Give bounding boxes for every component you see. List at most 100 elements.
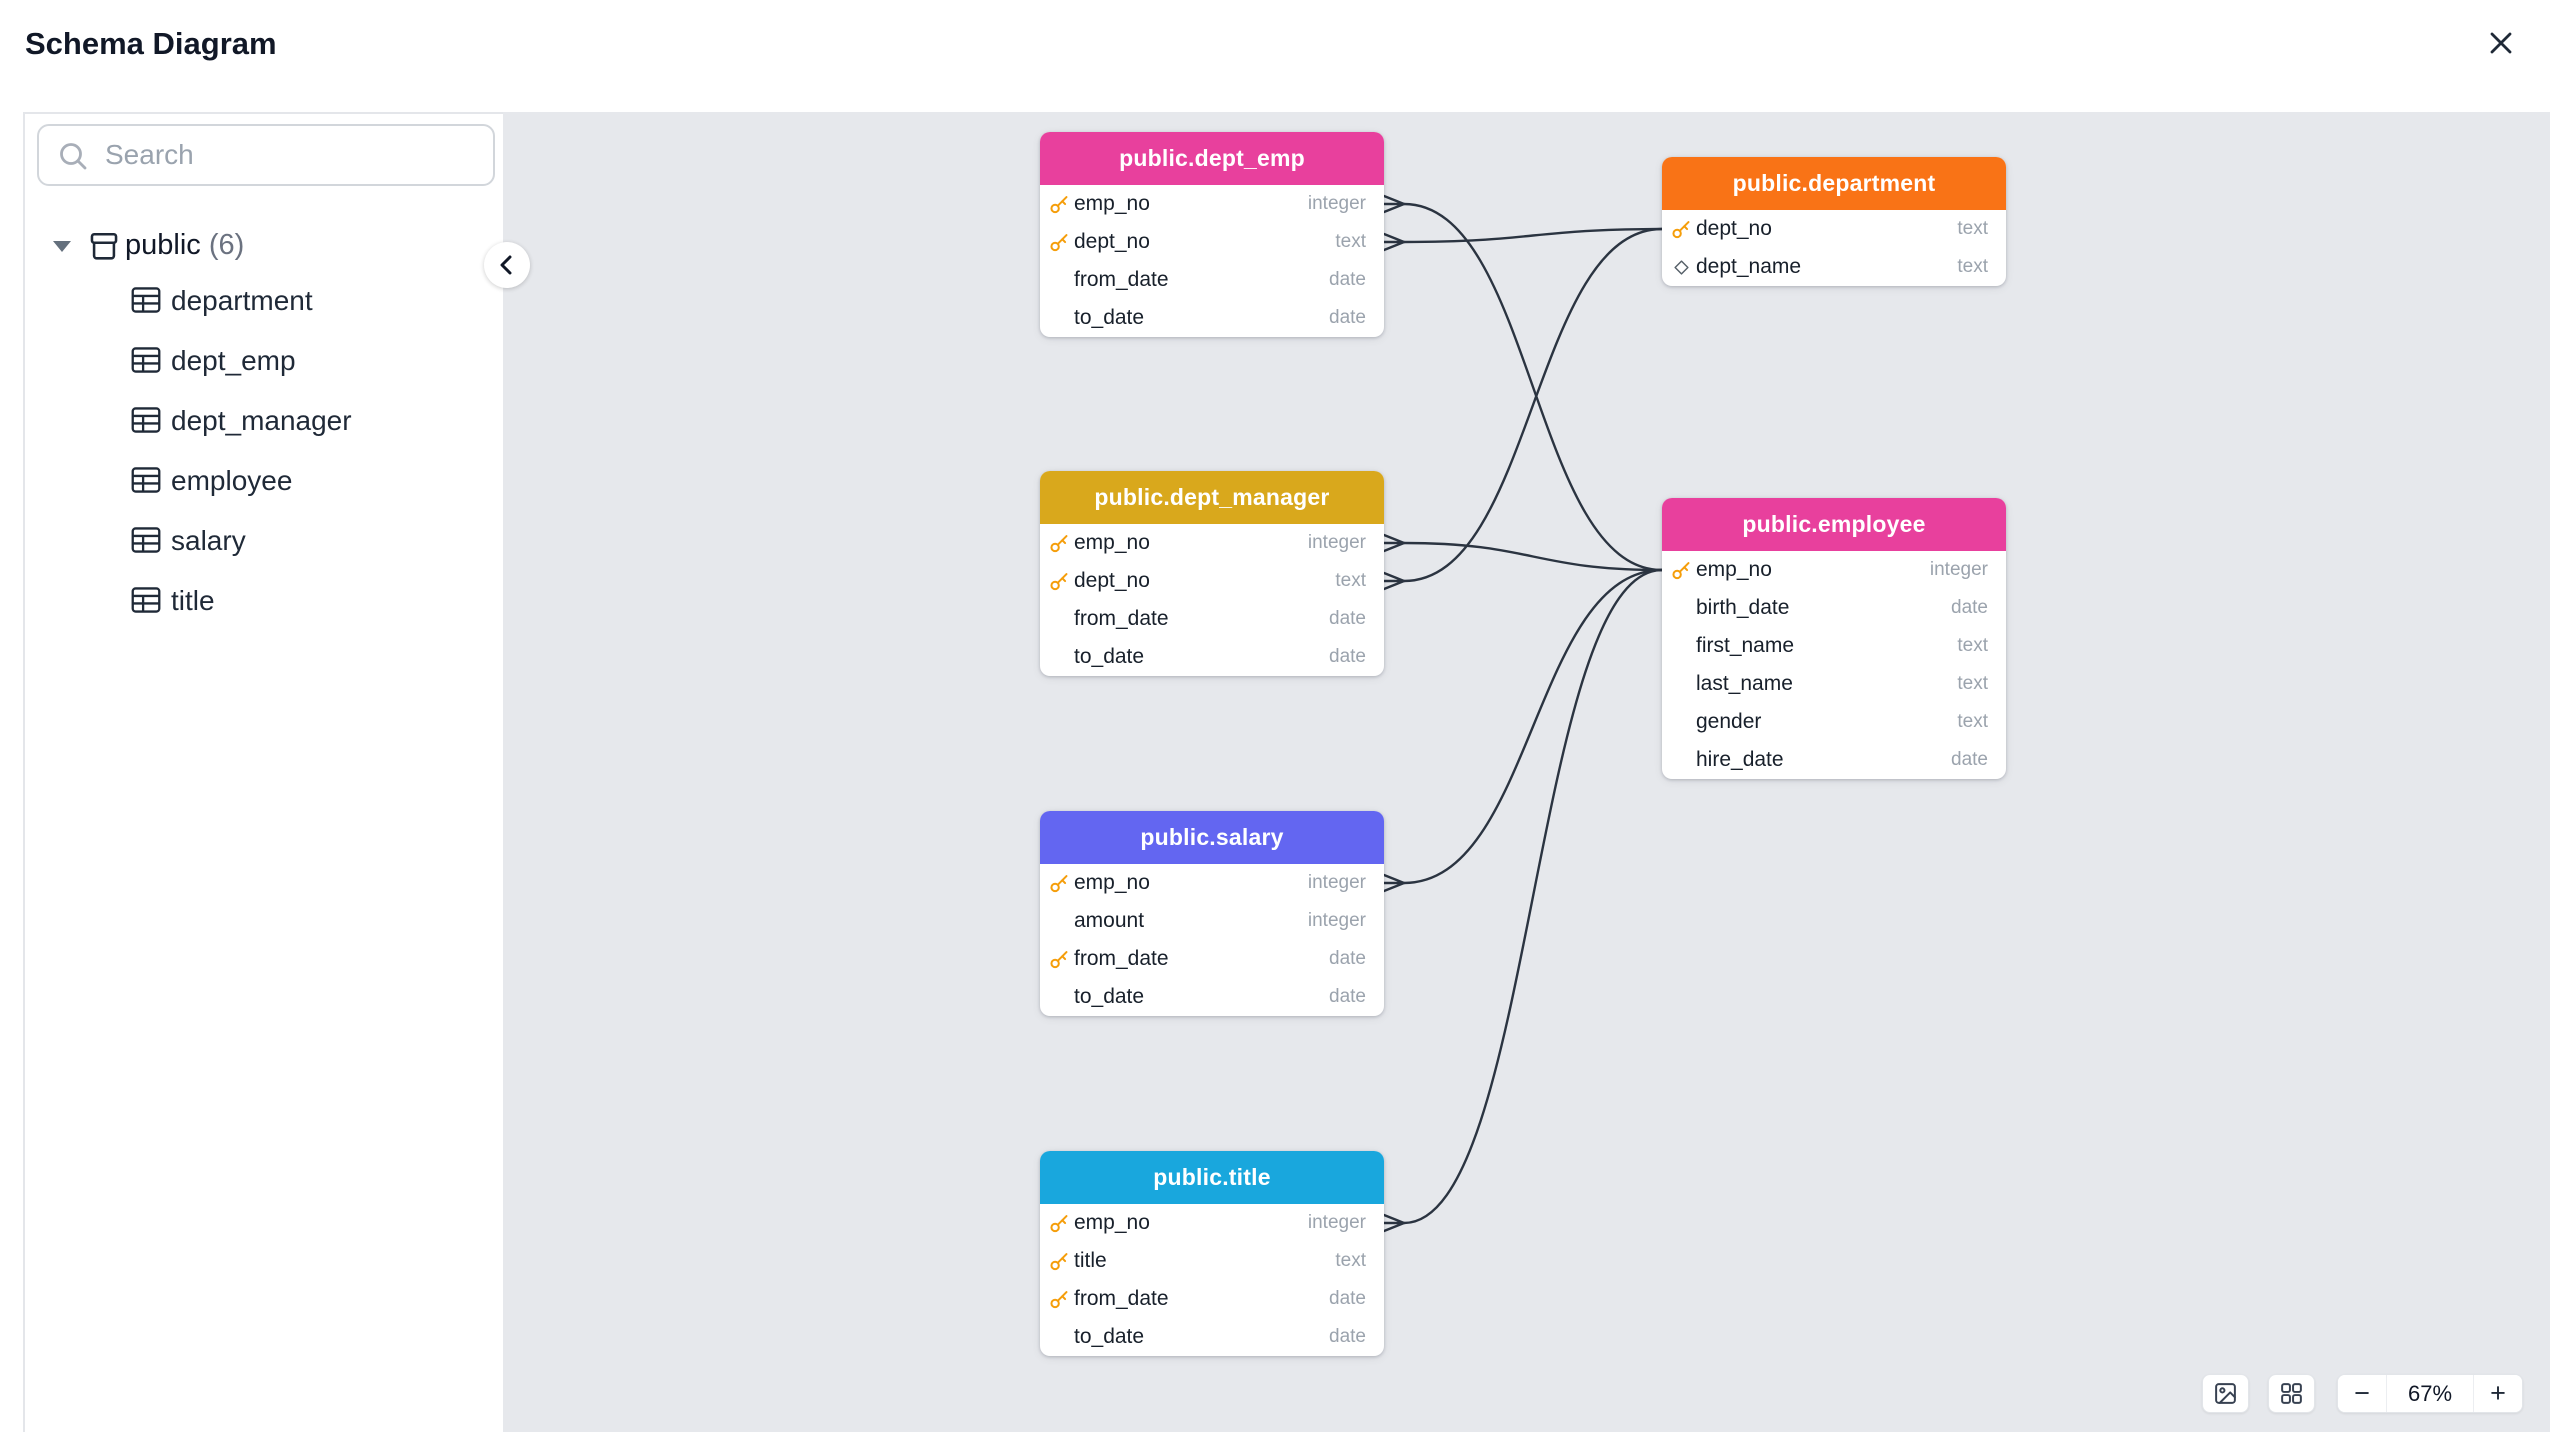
field-name: emp_no xyxy=(1074,531,1150,554)
field-row-dept_no: dept_no text xyxy=(1040,223,1384,261)
search-box xyxy=(37,124,495,186)
table-icon xyxy=(131,407,161,433)
field-name: to_date xyxy=(1074,1325,1145,1348)
search-input[interactable] xyxy=(37,124,495,186)
table-icon xyxy=(131,527,161,553)
field-type: date xyxy=(1329,948,1366,969)
table-node-title: public.salary xyxy=(1040,811,1384,864)
close-button[interactable] xyxy=(2474,16,2528,70)
field-name: dept_no xyxy=(1074,569,1150,592)
field-name: gender xyxy=(1696,710,1762,733)
sidebar-item-label: dept_emp xyxy=(171,345,296,376)
table-icon xyxy=(131,467,161,493)
table-node-title: public.dept_manager xyxy=(1040,471,1384,524)
table-node-employee[interactable]: public.employee emp_no integer birth_date da… xyxy=(1662,498,2006,779)
caret-down-icon[interactable] xyxy=(53,241,71,252)
sidebar-item-title[interactable]: title xyxy=(25,579,505,623)
field-name: to_date xyxy=(1074,985,1145,1008)
schema-count: (6) xyxy=(208,229,245,261)
sidebar-item-dept_emp[interactable]: dept_emp xyxy=(25,339,505,383)
auto-layout-button[interactable] xyxy=(2268,1374,2315,1413)
sidebar-item-dept_manager[interactable]: dept_manager xyxy=(25,399,505,443)
field-row-birth_date: birth_date date xyxy=(1662,589,2006,627)
zoom-in-button[interactable]: + xyxy=(2474,1375,2522,1412)
field-type: integer xyxy=(1307,193,1366,214)
diagram-canvas[interactable] xyxy=(503,112,2550,1432)
field-type: integer xyxy=(1307,872,1366,893)
field-type: integer xyxy=(1929,559,1988,580)
titlebar: Schema Diagram xyxy=(0,0,2550,112)
image-icon xyxy=(2215,1383,2236,1404)
field-row-dept_no: dept_no text xyxy=(1662,210,2006,248)
field-name: birth_date xyxy=(1696,596,1790,619)
field-name: dept_no xyxy=(1074,230,1150,253)
sidebar-item-label: department xyxy=(171,285,313,316)
field-row-last_name: last_name text xyxy=(1662,665,2006,703)
primary-key-icon xyxy=(1049,233,1068,251)
field-type: date xyxy=(1329,1326,1366,1347)
field-row-to_date: to_date date xyxy=(1040,1318,1384,1356)
field-name: emp_no xyxy=(1074,1211,1150,1234)
table-icon xyxy=(131,587,161,613)
field-type: integer xyxy=(1307,910,1366,931)
export-image-button[interactable] xyxy=(2202,1374,2249,1413)
schema-name: public xyxy=(125,229,201,261)
field-name: last_name xyxy=(1696,672,1793,695)
primary-key-icon xyxy=(1049,572,1068,590)
primary-key-icon xyxy=(1049,874,1068,892)
table-node-title: public.department xyxy=(1662,157,2006,210)
sidebar-collapse-button[interactable] xyxy=(484,242,530,288)
sidebar-item-employee[interactable]: employee xyxy=(25,459,505,503)
close-icon xyxy=(2490,32,2512,54)
field-type: text xyxy=(1957,673,1988,694)
sidebar-item-label: salary xyxy=(171,525,246,556)
zoom-controls: − 67% + xyxy=(2337,1374,2523,1413)
chevron-left-icon xyxy=(500,255,512,275)
table-node-title: public.employee xyxy=(1662,498,2006,551)
sidebar-item-label: title xyxy=(171,585,215,616)
sidebar-item-label: dept_manager xyxy=(171,405,352,436)
field-type: date xyxy=(1329,608,1366,629)
field-name: dept_no xyxy=(1696,217,1772,240)
zoom-out-button[interactable]: − xyxy=(2338,1375,2386,1412)
field-name: emp_no xyxy=(1074,871,1150,894)
schema-label: public (6) xyxy=(125,229,244,262)
sidebar-item-salary[interactable]: salary xyxy=(25,519,505,563)
field-type: date xyxy=(1951,597,1988,618)
primary-key-icon xyxy=(1049,1214,1068,1232)
field-type: text xyxy=(1335,231,1366,252)
field-row-emp_no: emp_no integer xyxy=(1662,551,2006,589)
field-type: integer xyxy=(1307,1212,1366,1233)
field-type: date xyxy=(1329,307,1366,328)
field-name: dept_name xyxy=(1696,255,1802,278)
field-name: to_date xyxy=(1074,306,1145,329)
field-name: from_date xyxy=(1074,268,1169,291)
page-title: Schema Diagram xyxy=(25,26,277,61)
field-name: emp_no xyxy=(1696,558,1772,581)
sidebar-item-department[interactable]: department xyxy=(25,279,505,323)
primary-key-icon xyxy=(1671,220,1690,238)
sidebar-schema-public[interactable]: public (6) xyxy=(25,227,505,267)
primary-key-icon xyxy=(1049,534,1068,552)
grid-icon xyxy=(2281,1383,2302,1404)
field-row-to_date: to_date date xyxy=(1040,299,1384,337)
sidebar: public (6) department dept_emp dept_manage… xyxy=(23,112,503,1432)
primary-key-icon xyxy=(1049,1290,1068,1308)
field-type: text xyxy=(1957,635,1988,656)
field-type: text xyxy=(1957,218,1988,239)
field-type: text xyxy=(1335,1250,1366,1271)
